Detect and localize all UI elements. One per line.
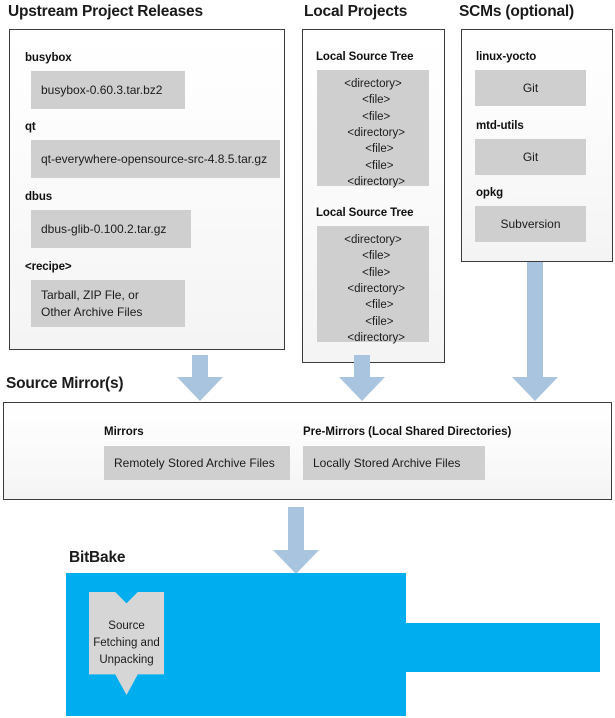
tree1-line-5: <file>: [352, 143, 394, 156]
tree1-line-4: <directory>: [341, 126, 405, 139]
upstream-item-label-busybox: busybox: [25, 52, 72, 64]
heading-source-mirrors: Source Mirror(s): [6, 375, 124, 392]
panel-scms: linux-yocto Git mtd-utils Git opkg Subve…: [461, 29, 613, 262]
tree1-line-3: <file>: [355, 110, 391, 123]
source-mirrors-group-value-pre-mirrors: Locally Stored Archive Files: [303, 446, 485, 480]
tree2-line-3: <file>: [355, 266, 391, 279]
scm-item-value-linux-yocto: Git: [475, 70, 586, 106]
bitbake-body-shape: [66, 573, 600, 716]
bitbake-task-line-1: Source: [108, 619, 145, 632]
source-mirrors-group-label-mirrors: Mirrors: [104, 426, 144, 438]
tree1-line-6: <file>: [352, 159, 394, 172]
recipe-value-line-2: Other Archive Files: [41, 304, 143, 319]
tree2-line-6: <file>: [352, 315, 394, 328]
bitbake-task-line-2: Fetching and: [93, 636, 160, 649]
arrow-local-projects-to-source-mirrors: [339, 355, 385, 401]
arrow-source-mirrors-to-bitbake: [273, 507, 319, 574]
panel-source-mirrors: Mirrors Remotely Stored Archive Files Pr…: [3, 402, 612, 500]
scm-item-label-linux-yocto: linux-yocto: [476, 51, 537, 63]
upstream-item-label-dbus: dbus: [25, 191, 53, 203]
tree1-line-1: <directory>: [344, 78, 402, 90]
tree2-line-2: <file>: [355, 250, 391, 263]
source-mirrors-group-value-mirrors: Remotely Stored Archive Files: [104, 446, 290, 480]
heading-upstream-project-releases: Upstream Project Releases: [8, 3, 203, 20]
heading-scms-optional: SCMs (optional): [459, 3, 574, 20]
tree1-line-7: <directory>: [341, 175, 405, 188]
heading-bitbake: BitBake: [69, 549, 126, 566]
local-tree-label-1: Local Source Tree: [316, 51, 414, 63]
arrow-upstream-to-source-mirrors: [177, 355, 223, 401]
tree2-line-7: <directory>: [341, 331, 405, 344]
tree2-line-1: <directory>: [344, 234, 402, 246]
recipe-value-line-1: Tarball, ZIP Fle, or: [41, 288, 139, 303]
upstream-item-value-dbus: dbus-glib-0.100.2.tar.gz: [31, 210, 191, 248]
tree2-line-5: <file>: [352, 299, 394, 312]
local-source-tree-2: <directory> <file> <file> <directory> <f…: [317, 226, 429, 344]
upstream-item-value-qt: qt-everywhere-opensource-src-4.8.5.tar.g…: [31, 140, 280, 178]
panel-upstream-project-releases: busybox busybox-0.60.3.tar.bz2 qt qt-eve…: [9, 29, 285, 350]
scm-item-label-opkg: opkg: [476, 187, 504, 199]
upstream-item-value-recipe: Tarball, ZIP Fle, or Other Archive Files: [31, 280, 185, 327]
upstream-item-label-recipe: <recipe>: [25, 261, 72, 273]
scm-item-value-mtd-utils: Git: [475, 139, 586, 175]
local-source-tree-1: <directory> <file> <file> <directory> <f…: [317, 70, 429, 188]
upstream-item-label-qt: qt: [25, 121, 36, 133]
heading-local-projects: Local Projects: [304, 3, 408, 20]
tree1-line-2: <file>: [355, 94, 391, 107]
panel-local-projects: Local Source Tree <directory> <file> <fi…: [302, 29, 445, 363]
arrow-scms-to-source-mirrors: [512, 262, 558, 401]
upstream-item-value-busybox: busybox-0.60.3.tar.bz2: [31, 71, 185, 109]
scm-item-label-mtd-utils: mtd-utils: [476, 120, 524, 132]
bitbake-task-line-3: Unpacking: [99, 654, 154, 667]
scm-item-value-opkg: Subversion: [475, 206, 586, 242]
local-tree-label-2: Local Source Tree: [316, 207, 414, 219]
tree2-line-4: <directory>: [341, 282, 405, 295]
source-mirrors-group-label-pre-mirrors: Pre-Mirrors (Local Shared Directories): [303, 426, 512, 438]
